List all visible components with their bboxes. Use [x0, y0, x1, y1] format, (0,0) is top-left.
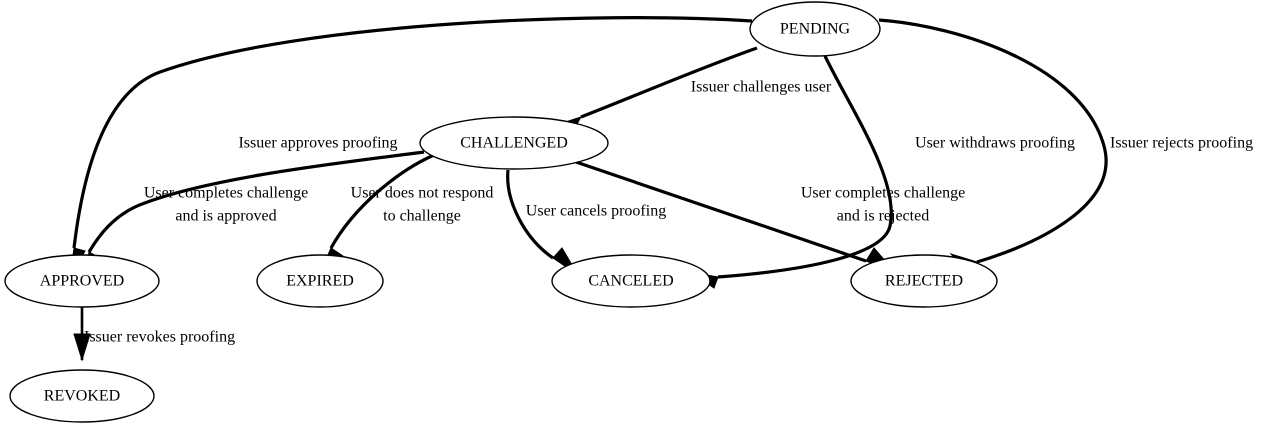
edge-challenged-expired-path	[329, 153, 435, 249]
node-rejected-shape[interactable]	[850, 254, 998, 308]
edge-pending-rejected-hitarea[interactable]	[879, 20, 1106, 262]
edge-pending-challenged[interactable]: Issuer challenges user	[551, 46, 832, 137]
nodes-layer: PENDING CHALLENGED APPROVED EXPIRED CANC…	[4, 1, 998, 423]
edge-label-issuer-revokes-proofing: Issuer revokes proofing	[84, 329, 235, 346]
edge-label-issuer-approves-proofing: Issuer approves proofing	[238, 135, 397, 152]
node-canceled[interactable]: CANCELED	[551, 254, 711, 308]
node-challenged[interactable]: CHALLENGED	[419, 116, 609, 170]
node-revoked[interactable]: REVOKED	[9, 369, 155, 423]
edge-label-user-completes-challenge-approved-line2: and is approved	[175, 208, 276, 225]
edge-challenged-canceled-path	[506, 169, 554, 260]
node-expired-shape[interactable]	[256, 254, 384, 308]
node-pending-shape[interactable]	[749, 1, 881, 57]
edges-layer: Issuer challenges user Issuer approves p…	[69, 16, 1253, 368]
edge-label-issuer-challenges-user: Issuer challenges user	[691, 79, 832, 96]
edge-approved-revoked-arrowhead	[73, 333, 91, 362]
edge-pending-rejected[interactable]: Issuer rejects proofing	[878, 18, 1253, 276]
edge-pending-approved-path	[72, 16, 753, 249]
edge-approved-revoked[interactable]: Issuer revokes proofing	[73, 307, 235, 368]
edge-label-user-completes-challenge-rejected-line2: and is rejected	[837, 208, 929, 225]
edge-label-user-does-not-respond-line2: to challenge	[383, 208, 461, 225]
node-challenged-shape[interactable]	[419, 116, 609, 170]
edge-pending-challenged-path	[580, 46, 758, 119]
node-rejected[interactable]: REJECTED	[850, 254, 998, 308]
edge-challenged-rejected-hitarea[interactable]	[576, 162, 866, 261]
node-approved[interactable]: APPROVED	[4, 254, 160, 308]
edge-label-issuer-rejects-proofing: Issuer rejects proofing	[1110, 135, 1253, 152]
node-revoked-shape[interactable]	[9, 369, 155, 423]
edge-pending-approved-hitarea[interactable]	[74, 18, 752, 248]
edge-challenged-canceled-hitarea[interactable]	[508, 170, 553, 258]
edge-pending-rejected-path	[878, 18, 1108, 264]
edge-challenged-approved-path	[87, 150, 425, 253]
edge-label-user-withdraws-proofing: User withdraws proofing	[915, 135, 1075, 152]
node-canceled-shape[interactable]	[551, 254, 711, 308]
node-pending[interactable]: PENDING	[749, 1, 881, 57]
edge-pending-challenged-hitarea[interactable]	[581, 48, 757, 117]
edge-challenged-rejected-path	[575, 160, 867, 263]
node-expired[interactable]: EXPIRED	[256, 254, 384, 308]
edge-label-user-cancels-proofing: User cancels proofing	[526, 203, 666, 220]
node-approved-shape[interactable]	[4, 254, 160, 308]
edge-challenged-approved[interactable]: User completes challenge and is approved	[83, 150, 425, 281]
edge-pending-canceled-path	[717, 55, 893, 279]
